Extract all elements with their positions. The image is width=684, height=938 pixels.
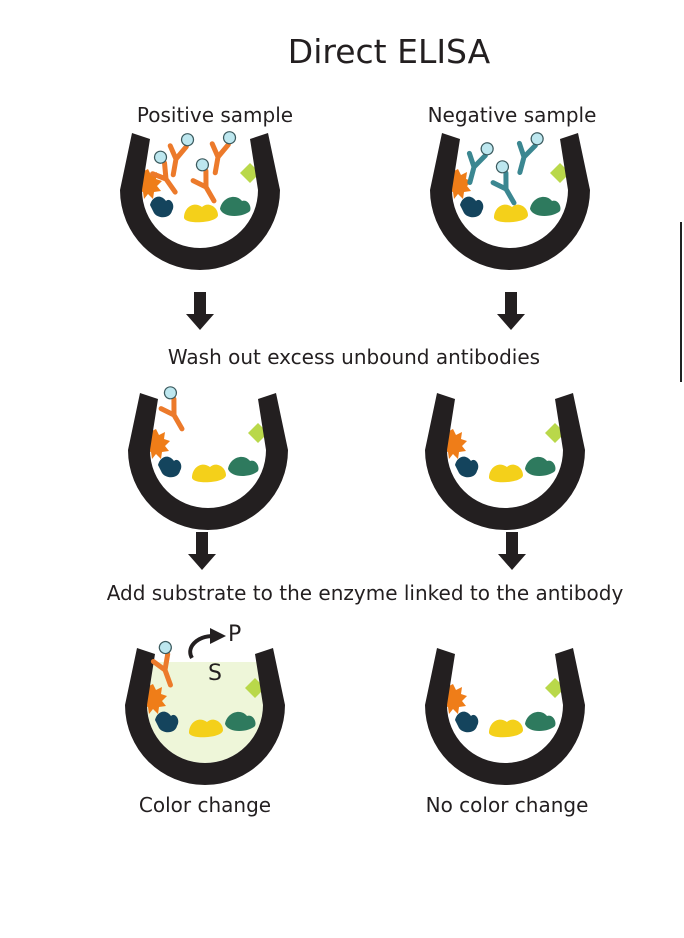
substrate-step-label: Add substrate to the enzyme linked to th… [107, 581, 624, 605]
unbound-antibody [186, 157, 227, 205]
unbound-antibody [462, 139, 494, 186]
reaction-arrowhead [210, 628, 226, 644]
positive-sample-label: Positive sample [137, 103, 293, 127]
unbound-antibody [165, 131, 194, 177]
positive-well-step2 [128, 385, 288, 530]
negative-well-step1 [430, 129, 590, 270]
down-arrow-right-1 [497, 292, 525, 330]
color-change-fill [147, 662, 263, 763]
page-title: Direct ELISA [288, 32, 491, 71]
down-arrow-left-1 [186, 292, 214, 330]
negative-sample-label: Negative sample [428, 103, 597, 127]
negative-well-step2 [425, 393, 585, 530]
down-arrow-right-2 [498, 532, 526, 570]
unbound-antibody [207, 129, 236, 175]
reaction-arrow [188, 634, 215, 660]
negative-well-step3 [425, 648, 585, 785]
positive-well-step1 [120, 129, 280, 270]
product-label: P [228, 622, 241, 647]
unbound-antibody [512, 129, 544, 176]
substrate-label: S [208, 661, 222, 686]
edge-line [680, 222, 682, 382]
no-color-change-label: No color change [426, 793, 589, 817]
down-arrow-left-2 [188, 532, 216, 570]
positive-well-step3 [125, 640, 285, 785]
wash-step-label: Wash out excess unbound antibodies [168, 345, 540, 369]
bound-antibody [154, 385, 195, 433]
color-change-label: Color change [139, 793, 271, 817]
